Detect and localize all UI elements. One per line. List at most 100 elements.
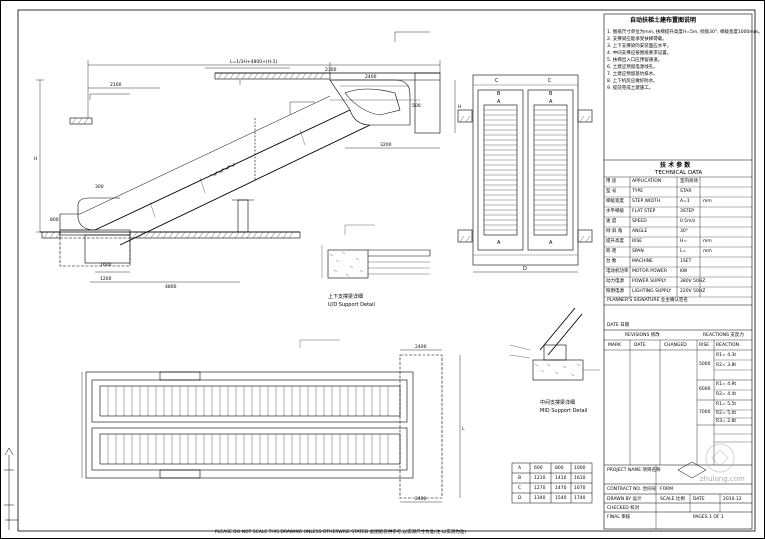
dim-h-label-right: H bbox=[458, 104, 461, 110]
plan-letter-c2: C bbox=[548, 78, 552, 84]
dt-r0-3: 1000 bbox=[574, 466, 586, 471]
tech-cn-11: 照明电源 bbox=[606, 289, 624, 294]
plan-letter-a1: A bbox=[497, 99, 501, 105]
tech-cn-6: 提升高度 bbox=[606, 239, 624, 244]
plan-width-top: 2400 bbox=[415, 344, 427, 350]
tech-unit-6: mm bbox=[703, 239, 712, 244]
dt-r1-3: 1610 bbox=[574, 476, 586, 481]
tech-cn-8: 台 数 bbox=[606, 259, 617, 264]
elevation-view bbox=[36, 31, 456, 283]
tech-en-8: MACHINE bbox=[632, 259, 653, 264]
tech-signature: PLANNER'S SIGNATURE 业主确认签名 bbox=[607, 298, 688, 303]
dim-3200: 3200 bbox=[380, 142, 392, 148]
tech-en-4: SPEED bbox=[632, 219, 647, 224]
notes-title: 自动扶梯土建布置图说明 bbox=[630, 17, 697, 24]
tech-cn-3: 水平梯级 bbox=[606, 209, 624, 214]
scale-label: SCALE 比例 bbox=[660, 497, 685, 502]
dt-r0-0: A bbox=[518, 466, 522, 471]
plan-vertical-letters: C C B B A A A A D bbox=[495, 78, 553, 272]
plan-letter-b1: B bbox=[497, 91, 501, 97]
tech-cn-2: 梯级宽度 bbox=[606, 199, 624, 204]
note-line-7: 7. 土建应预留基坑排水。 bbox=[607, 72, 658, 77]
dt-r3-3: 1740 bbox=[574, 496, 586, 501]
tech-val-4: 0.5m/s bbox=[680, 219, 696, 224]
tech-en-9: MOTOR POWER bbox=[632, 269, 667, 274]
titleblock-lines bbox=[603, 13, 753, 530]
tech-en-3: FLAT STEP bbox=[632, 209, 656, 214]
dim-table-lines bbox=[511, 462, 593, 504]
date-value: 2010.12 bbox=[723, 497, 742, 502]
tech-en-5: ANGLE bbox=[632, 229, 648, 234]
inner-border bbox=[17, 9, 756, 532]
plan-width-bottom: 2400 bbox=[415, 496, 427, 502]
react-g2-1: R2= 4.4t bbox=[716, 392, 737, 397]
note-line-6: 6. 土建应预留电源线孔。 bbox=[607, 65, 658, 70]
dim-300: 300 bbox=[95, 185, 104, 190]
dim-500: 500 bbox=[412, 104, 421, 109]
dt-r3-1: 1340 bbox=[534, 496, 546, 501]
mid-support-detail bbox=[509, 307, 600, 381]
dim-2400: 2400 bbox=[365, 74, 377, 80]
react-g3-2: R3= 2.8t bbox=[716, 419, 737, 424]
dim-1600: 1600 bbox=[100, 263, 112, 268]
revisions-label: REVISIONS 修改 bbox=[625, 333, 660, 338]
plan-letter-a3: A bbox=[497, 240, 501, 246]
note-line-4: 4. 中间支撑应按图纸要求设置。 bbox=[607, 51, 672, 56]
watermark-logo bbox=[705, 443, 735, 473]
tech-en-11: LIGHTING SUPPLY bbox=[632, 289, 672, 294]
tech-cn-7: 跨 距 bbox=[606, 249, 617, 254]
tech-title-en: TECHNICAL DATA bbox=[655, 170, 703, 176]
tech-cn-4: 速 度 bbox=[606, 219, 617, 224]
tech-en-1: TYPE bbox=[632, 189, 644, 194]
rise-g3: 7000 bbox=[699, 410, 711, 415]
dt-r0-1: 600 bbox=[534, 466, 543, 471]
tech-cn-9: 电动机功率 bbox=[606, 269, 629, 274]
dt-r1-2: 1410 bbox=[555, 476, 567, 481]
react-g1-0: R1= 4.3t bbox=[716, 353, 737, 358]
rise-g1: 5000 bbox=[699, 362, 711, 367]
note-line-9: 9. 提前完成土建施工。 bbox=[607, 86, 654, 91]
final-label: FINAL 审核 bbox=[607, 515, 631, 520]
plan-horizontal-text: 2400 2400 L bbox=[415, 344, 465, 502]
dt-r2-3: 1670 bbox=[574, 486, 586, 491]
note-line-3: 3. 上下支撑梁的安装面应水平。 bbox=[607, 44, 672, 49]
ud-support-title-en: U/D Support Detail bbox=[328, 302, 375, 308]
form-label: FORM bbox=[660, 487, 674, 492]
tech-val-2: A=1 bbox=[680, 199, 690, 204]
note-line-1: 1. 图纸尺寸单位为mm, 扶梯提升高度H=5m, 倾角30°, 梯级宽度100… bbox=[607, 30, 763, 35]
bottom-note: PLEASE DO NOT SCALE THIS DRAWING UNLESS … bbox=[215, 530, 467, 535]
tech-en-0: APPLICATION bbox=[632, 179, 662, 184]
dt-r3-0: D bbox=[518, 496, 522, 501]
ud-support-label: 上下支撑梁详细 U/D Support Detail bbox=[328, 293, 375, 308]
note-line-5: 5. 扶梯出入口应预留通道。 bbox=[607, 58, 663, 63]
elevation-dim-text: L=1/3H+4800+(H-1) H H 2100 1200 4800 240… bbox=[34, 59, 461, 290]
tech-cn-1: 型 号 bbox=[606, 189, 617, 194]
plan-letter-b2: B bbox=[549, 91, 553, 97]
tech-unit-2: mm bbox=[703, 199, 712, 204]
tech-cn-0: 用 途 bbox=[606, 179, 617, 184]
checked-label: CHECKED 校对 bbox=[607, 506, 640, 511]
watermark-text: zhulong.com bbox=[700, 475, 745, 483]
tech-cn-5: 倾 斜 角 bbox=[606, 229, 623, 234]
mid-support-title-en: MID Support Detail bbox=[540, 408, 587, 414]
col-mark: MARK bbox=[608, 343, 622, 348]
ud-support-detail bbox=[321, 224, 431, 279]
col-rise: RISE bbox=[699, 343, 710, 348]
react-g1-1: R2= 3.8t bbox=[716, 363, 737, 368]
plan-view-vertical bbox=[457, 74, 593, 273]
tech-unit-7: mm bbox=[703, 249, 712, 254]
dt-r1-1: 1210 bbox=[534, 476, 546, 481]
tech-cn-10: 动力电源 bbox=[606, 279, 624, 284]
tech-val-1: STAR bbox=[680, 189, 692, 194]
note-line-8: 8. 上下机房应做好防水。 bbox=[607, 79, 658, 84]
dim-span-label: L=1/3H+4800+(H-1) bbox=[230, 59, 278, 65]
col-reaction: REACTION bbox=[716, 343, 740, 348]
dt-r2-0: C bbox=[518, 486, 522, 491]
col-date: DATE bbox=[634, 343, 646, 348]
tech-en-2: STEP WIDTH bbox=[632, 199, 660, 204]
scale-marks bbox=[4, 447, 18, 530]
dim-800: 800 bbox=[50, 218, 59, 223]
tech-en-7: SPAN bbox=[632, 249, 644, 254]
dim-2100: 2100 bbox=[110, 82, 122, 88]
dt-r2-1: 1270 bbox=[534, 486, 546, 491]
